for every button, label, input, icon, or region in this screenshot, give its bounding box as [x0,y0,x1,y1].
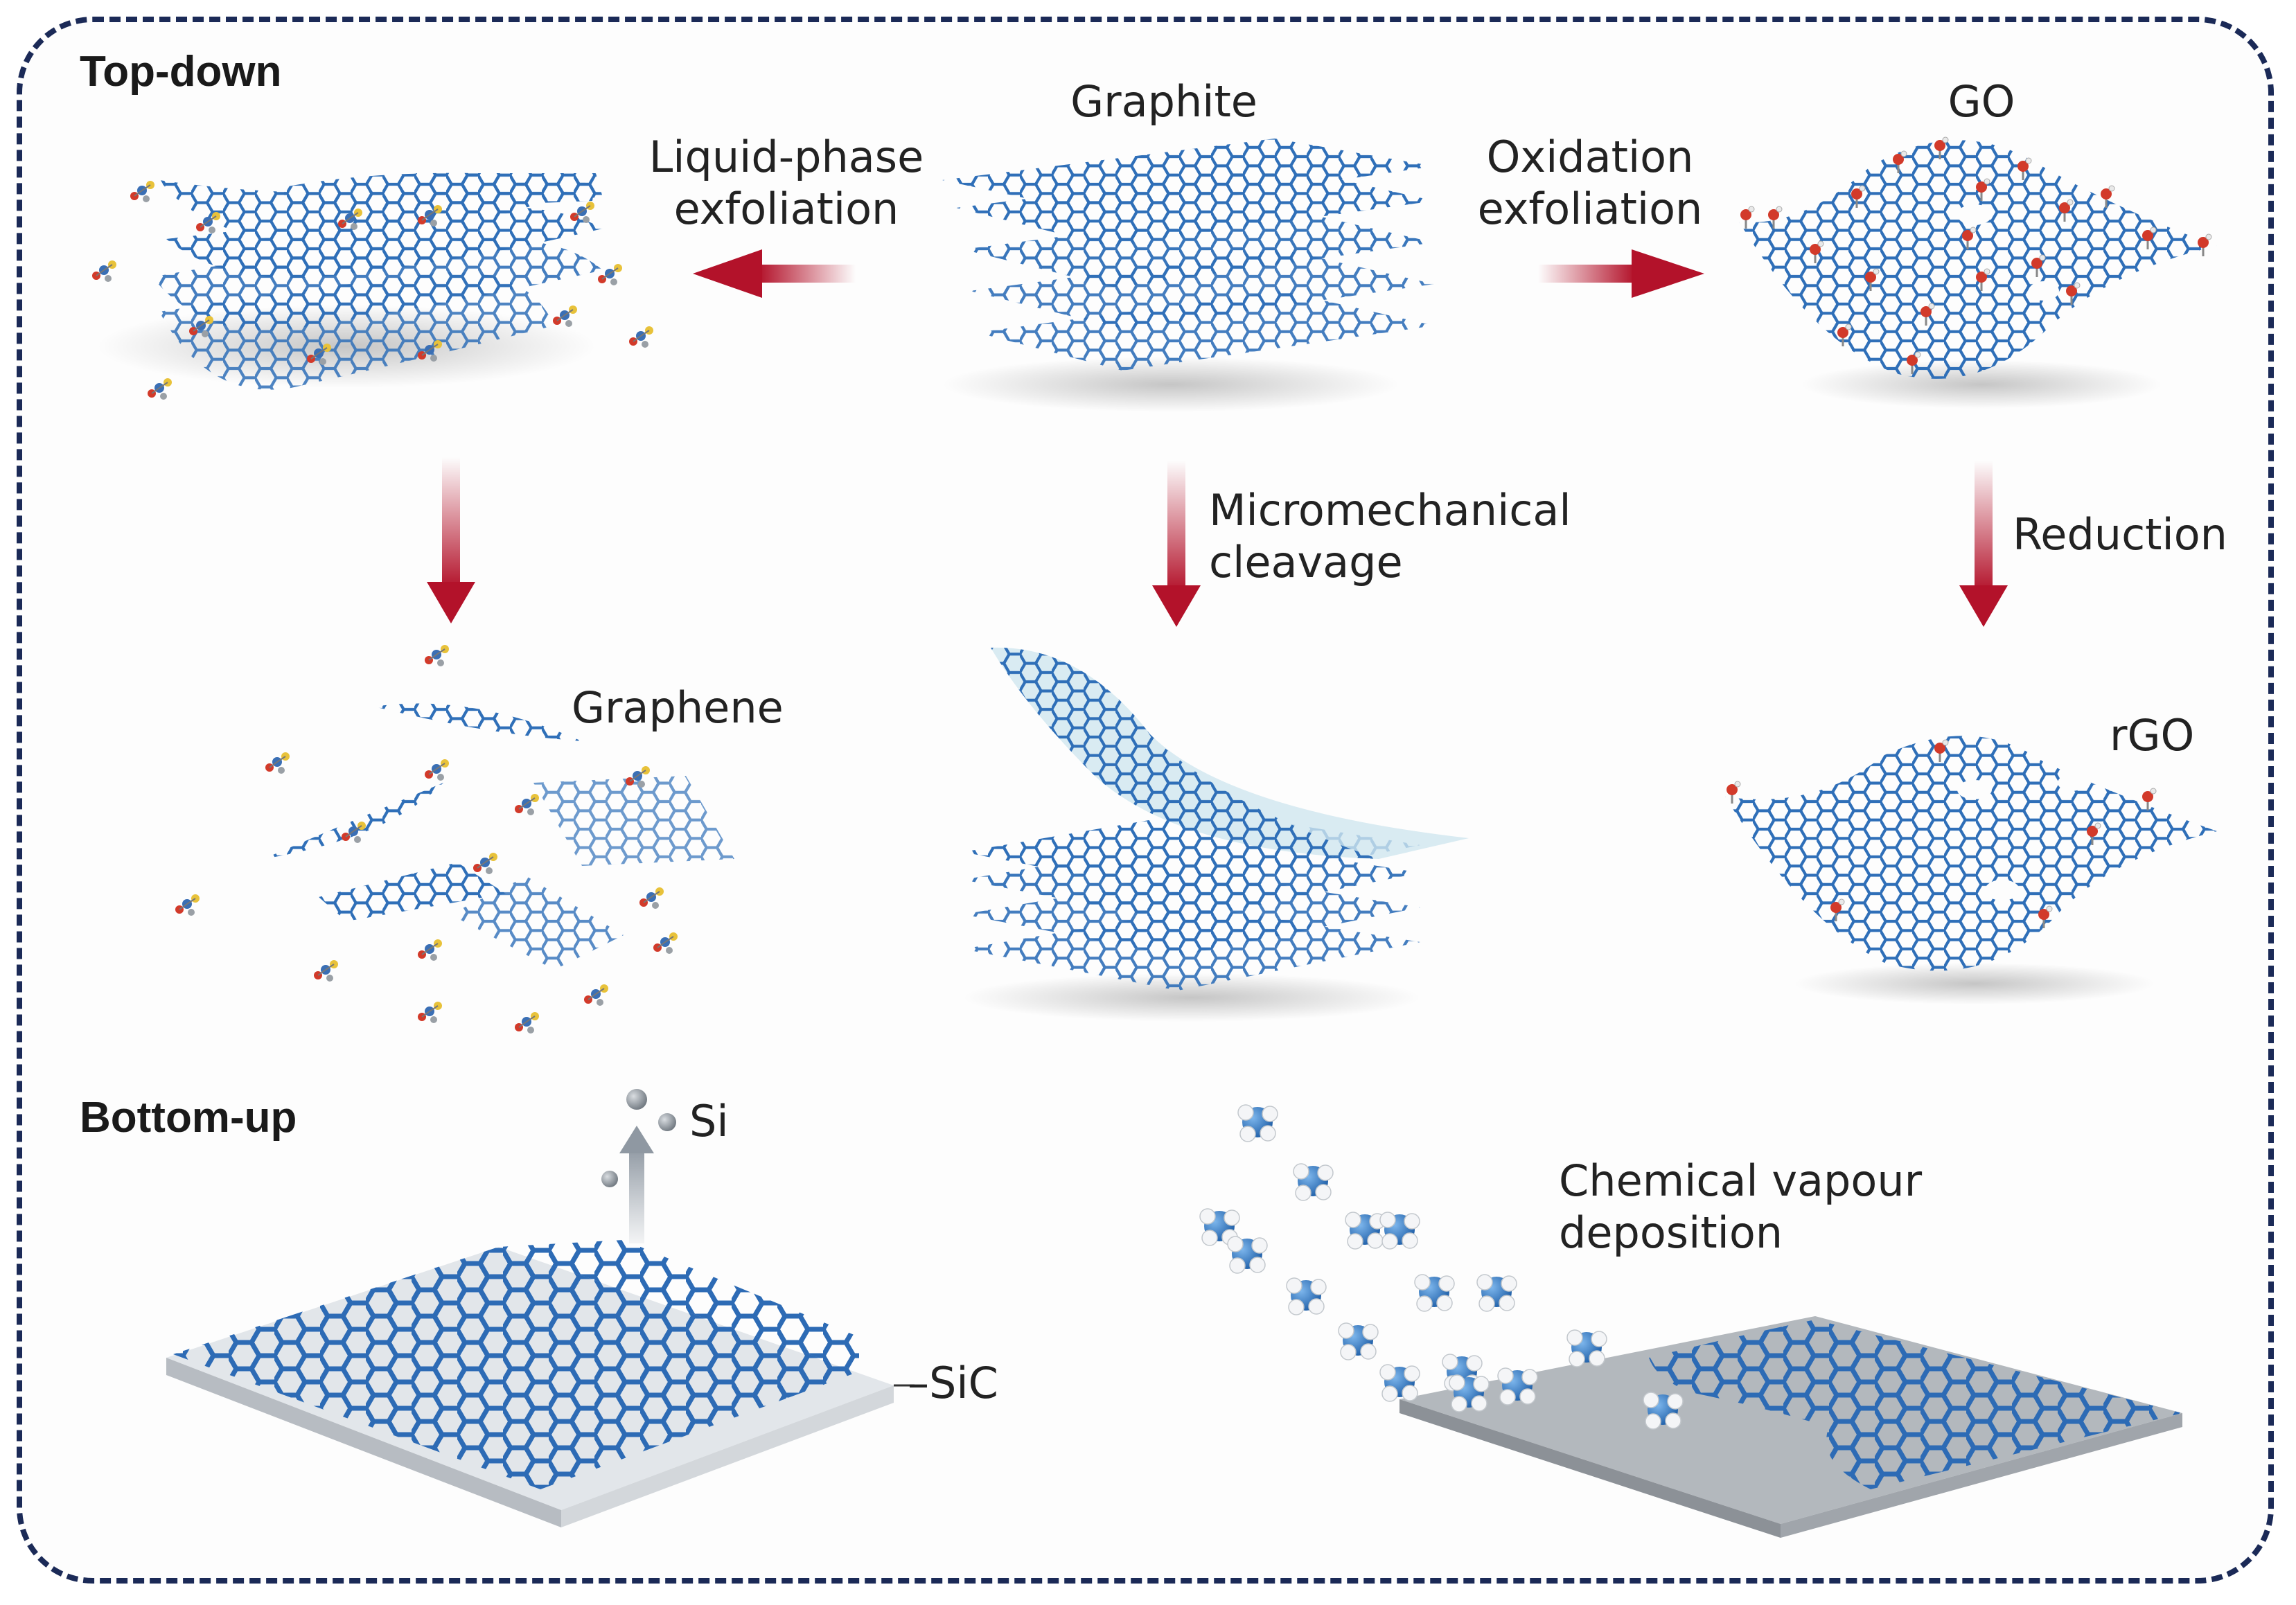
label-rgo: rGO [2110,710,2195,761]
graphite-stack [942,139,1434,412]
si-escape-arrow [619,1126,654,1243]
section-bottom-up: Bottom-up [80,1094,297,1142]
label-cvd-line2: deposition [1559,1207,1783,1258]
rgo-sheet [1725,736,2217,1004]
sic-substrate [166,1240,894,1527]
label-oxidation-line2: exfoliation [1477,184,1703,234]
label-si: Si [689,1096,729,1146]
label-oxidation-line1: Oxidation [1486,132,1694,182]
label-graphite: Graphite [1070,76,1257,127]
label-go: GO [1948,76,2015,127]
si-atoms [601,1089,676,1187]
cvd-substrate [1399,1316,2182,1538]
section-top-down: Top-down [80,48,282,96]
label-reduction: Reduction [2013,509,2227,560]
cleaved-graphite-stack [963,647,1469,1022]
label-liquid-phase-line2: exfoliation [673,184,899,234]
label-graphene: Graphene [572,682,784,733]
arrow-lpe-down [427,457,475,623]
arrow-oxidation [1538,249,1704,298]
label-liquid-phase-line1: Liquid-phase [648,132,924,182]
label-micromechanical-line1: Micromechanical [1209,485,1571,535]
label-sic: –SiC [908,1358,998,1408]
arrow-liquid-phase [693,249,856,298]
label-cvd-line1: Chemical vapour [1559,1155,1923,1206]
graphene-flakes [175,644,734,1034]
arrow-reduction [1959,461,2008,627]
label-micromechanical-line2: cleavage [1209,537,1403,587]
go-sheet [1739,136,2217,409]
arrow-micromechanical [1152,461,1201,627]
exfoliated-graphite-stack [91,172,654,400]
